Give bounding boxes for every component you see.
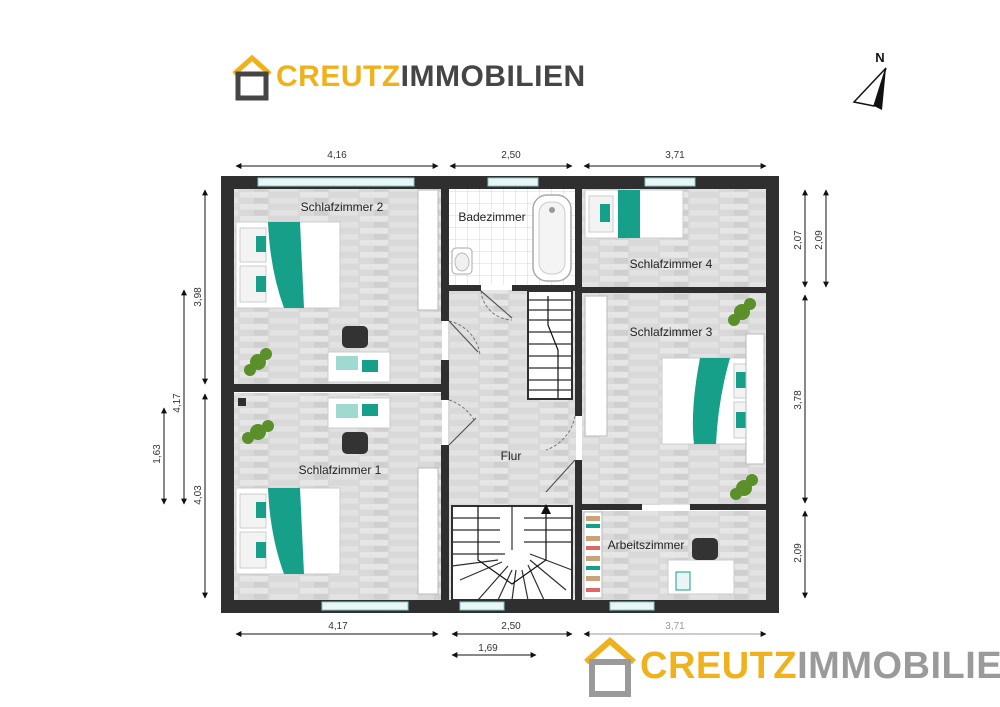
wardrobes bbox=[417, 189, 765, 595]
room-schlafzimmer-1: Schlafzimmer 1 bbox=[299, 463, 382, 477]
logo-top-part1: CREUTZ bbox=[276, 60, 401, 93]
bed-schlafzimmer-1 bbox=[235, 487, 341, 575]
house-logo-icon bbox=[584, 637, 636, 697]
stairs-lower bbox=[451, 504, 573, 601]
logo-bottom-part2: IMMOBILIEN bbox=[797, 644, 1000, 687]
dim-bottom-right: 3,71 bbox=[665, 621, 685, 632]
bed-schlafzimmer-2 bbox=[235, 221, 341, 309]
room-schlafzimmer-4: Schlafzimmer 4 bbox=[630, 257, 713, 271]
dim-left-upper: 3,98 bbox=[193, 287, 204, 307]
door-leaves bbox=[448, 290, 576, 493]
stairs-upper bbox=[527, 290, 573, 400]
dim-right-209a: 2,09 bbox=[814, 230, 825, 250]
dim-left-far: 1,63 bbox=[152, 444, 163, 464]
dim-bottom-left: 4,17 bbox=[328, 621, 348, 632]
dim-top-left: 4,16 bbox=[327, 150, 347, 161]
logo-top-part2: IMMOBILIEN bbox=[400, 60, 586, 93]
room-labels: Schlafzimmer 2 Badezimmer Schlafzimmer 4… bbox=[299, 200, 713, 552]
north-arrow-icon bbox=[852, 67, 887, 110]
compass: N bbox=[852, 50, 887, 110]
dim-right-207: 2,07 bbox=[793, 230, 804, 250]
dim-right-378: 3,78 bbox=[793, 390, 804, 410]
doors bbox=[448, 290, 576, 451]
room-flur: Flur bbox=[501, 449, 522, 463]
dim-top-mid: 2,50 bbox=[501, 150, 521, 161]
room-schlafzimmer-2: Schlafzimmer 2 bbox=[301, 200, 384, 214]
dim-left-outer: 4,17 bbox=[172, 393, 183, 413]
desks bbox=[327, 326, 735, 599]
house-logo-icon bbox=[232, 54, 272, 101]
dimension-labels: 4,16 2,50 3,71 4,17 2,50 3,71 1,69 3,98 … bbox=[152, 150, 825, 654]
bed-schlafzimmer-4 bbox=[584, 189, 684, 239]
dimension-lines bbox=[161, 163, 829, 658]
compass-label: N bbox=[875, 50, 884, 65]
dim-left-lower: 4,03 bbox=[193, 485, 204, 505]
bathroom-fixtures bbox=[451, 194, 572, 282]
dim-top-right: 3,71 bbox=[665, 150, 685, 161]
logo-bottom-part1: CREUTZ bbox=[640, 644, 798, 687]
dim-bottom-stair: 1,69 bbox=[478, 643, 498, 654]
windows bbox=[257, 177, 696, 611]
dim-right-209b: 2,09 bbox=[793, 543, 804, 563]
dim-bottom-mid: 2,50 bbox=[501, 621, 521, 632]
logo-top: CREUTZ IMMOBILIEN bbox=[230, 52, 586, 102]
room-badezimmer: Badezimmer bbox=[458, 210, 525, 224]
room-schlafzimmer-3: Schlafzimmer 3 bbox=[630, 325, 713, 339]
plant-icons bbox=[242, 298, 758, 500]
room-arbeitszimmer: Arbeitszimmer bbox=[608, 538, 685, 552]
logo-bottom: CREUTZ IMMOBILIEN bbox=[582, 634, 1000, 698]
